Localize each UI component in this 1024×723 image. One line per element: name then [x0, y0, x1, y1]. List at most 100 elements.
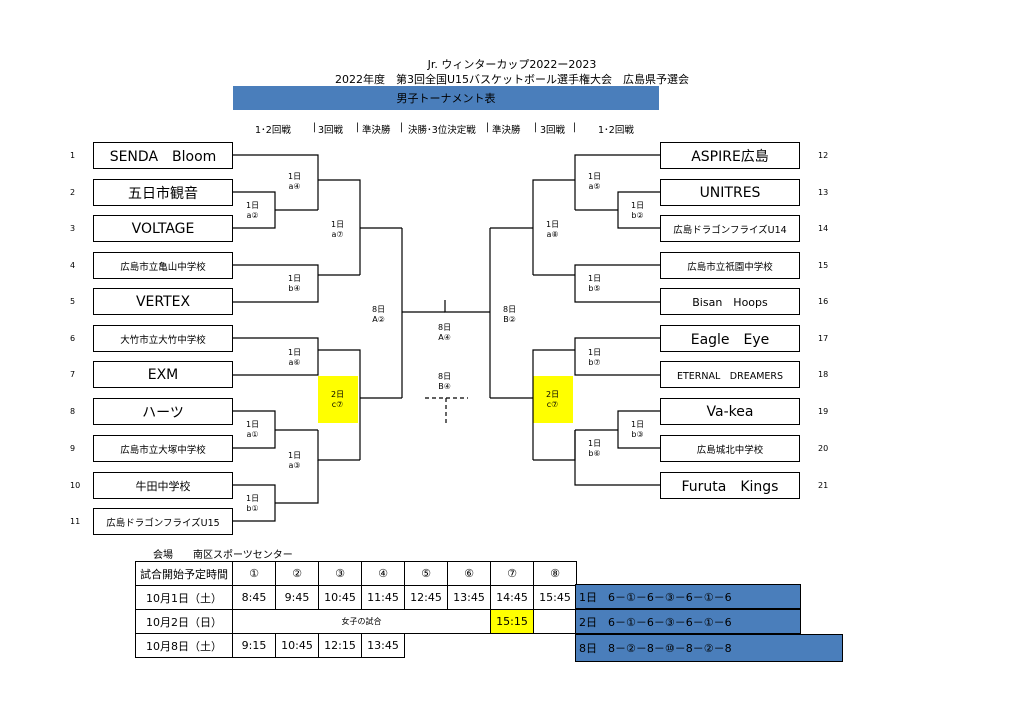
schedule-time: 10:45: [275, 633, 319, 658]
seed-number: 2: [70, 188, 76, 197]
schedule-date: 10月8日（土）: [135, 633, 233, 658]
round-label-final: 決勝･3位決定戦: [408, 125, 476, 136]
day2-note: 2日 6－①－6－③－6－①－6: [575, 609, 801, 634]
round-separator: |: [573, 122, 577, 133]
header-line2: 2022年度 第3回全国U15バスケットボール選手権大会 広島県予選会: [334, 73, 690, 86]
seed-number: 21: [818, 481, 829, 490]
seed-number: 16: [818, 297, 829, 306]
round-label-left-1: 1･2回戦: [255, 125, 291, 136]
schedule-row-day1: 10月1日（土） 8:45 9:45 10:45 11:45 12:45 13:…: [135, 585, 577, 610]
schedule-time: 9:15: [232, 633, 276, 658]
team-box: Eagle Eye: [660, 325, 800, 352]
seed-number: 20: [818, 444, 829, 453]
round-separator: |: [486, 122, 490, 133]
seed-number: 4: [70, 261, 76, 270]
highlight-left-c7: [318, 376, 358, 423]
slot-header: ⑦: [490, 561, 534, 586]
schedule-time: 12:45: [404, 585, 448, 610]
schedule-time: 8:45: [232, 585, 276, 610]
team-box: VOLTAGE: [93, 215, 233, 242]
team-box: ASPIRE広島: [660, 142, 800, 169]
seed-number: 7: [70, 370, 76, 379]
seed-number: 9: [70, 444, 76, 453]
schedule-time: 12:15: [318, 633, 362, 658]
seed-number: 18: [818, 370, 829, 379]
schedule-time: 13:45: [447, 585, 491, 610]
seed-number: 8: [70, 407, 76, 416]
schedule-time: 10:45: [318, 585, 362, 610]
slot-header: ⑤: [404, 561, 448, 586]
team-box: 五日市観音: [93, 179, 233, 206]
day3-note: 8日 8－②－8－⑩－8－②－8: [575, 634, 843, 662]
team-box: Va-kea: [660, 398, 800, 425]
round-label-right-2: 3回戦: [540, 125, 566, 136]
seed-number: 6: [70, 334, 76, 343]
slot-header: ⑥: [447, 561, 491, 586]
team-box: 広島ドラゴンフライズU15: [93, 508, 233, 535]
day1-note: 1日 6－①－6－③－6－①－6: [575, 584, 801, 609]
team-box: 牛田中学校: [93, 472, 233, 499]
team-box: EXM: [93, 361, 233, 388]
seed-number: 17: [818, 334, 829, 343]
highlight-right-c7: [533, 376, 573, 423]
schedule-date: 10月1日（土）: [135, 585, 233, 610]
schedule-row-day2: 10月2日（日） 女子の試合 15:15: [135, 609, 577, 634]
seed-number: 10: [70, 481, 81, 490]
schedule-time-highlight: 15:15: [490, 609, 534, 634]
slot-header: ④: [361, 561, 405, 586]
schedule-time: 11:45: [361, 585, 405, 610]
team-box: 広島市立大塚中学校: [93, 435, 233, 462]
schedule-time: 9:45: [275, 585, 319, 610]
round-label-right-1: 1･2回戦: [598, 125, 634, 136]
seed-number: 5: [70, 297, 76, 306]
team-box: 広島ドラゴンフライズU14: [660, 215, 800, 242]
team-box: Bisan Hoops: [660, 288, 800, 315]
schedule-table: 試合開始予定時間 ① ② ③ ④ ⑤ ⑥ ⑦ ⑧ 10月1日（土） 8:45 9…: [135, 561, 577, 658]
schedule-row-day3: 10月8日（土） 9:15 10:45 12:15 13:45: [135, 633, 577, 658]
slot-header: ⑧: [533, 561, 577, 586]
round-separator: |: [400, 122, 404, 133]
round-label-right-3: 準決勝: [492, 125, 521, 136]
seed-number: 15: [818, 261, 829, 270]
schedule-time: 15:45: [533, 585, 577, 610]
schedule-empty: [533, 609, 577, 634]
schedule-header-label: 試合開始予定時間: [135, 561, 233, 586]
team-box: Furuta Kings: [660, 472, 800, 499]
team-box: 広島城北中学校: [660, 435, 800, 462]
schedule-date: 10月2日（日）: [135, 609, 233, 634]
seed-number: 19: [818, 407, 829, 416]
team-box: 大竹市立大竹中学校: [93, 325, 233, 352]
slot-header: ①: [232, 561, 276, 586]
slot-header: ②: [275, 561, 319, 586]
seed-number: 12: [818, 151, 829, 160]
round-separator: |: [313, 122, 317, 133]
team-box: 広島市立祇園中学校: [660, 252, 800, 279]
schedule-empty: [405, 634, 577, 658]
schedule-time: 13:45: [361, 633, 405, 658]
seed-number: 14: [818, 224, 829, 233]
round-label-left-3: 準決勝: [362, 125, 391, 136]
team-box: UNITRES: [660, 179, 800, 206]
team-box: 広島市立亀山中学校: [93, 252, 233, 279]
seed-number: 1: [70, 151, 76, 160]
venue-label: 会場 南区スポーツセンター: [153, 550, 293, 561]
header-line1: Jr. ウィンターカップ2022ー2023: [427, 58, 597, 71]
